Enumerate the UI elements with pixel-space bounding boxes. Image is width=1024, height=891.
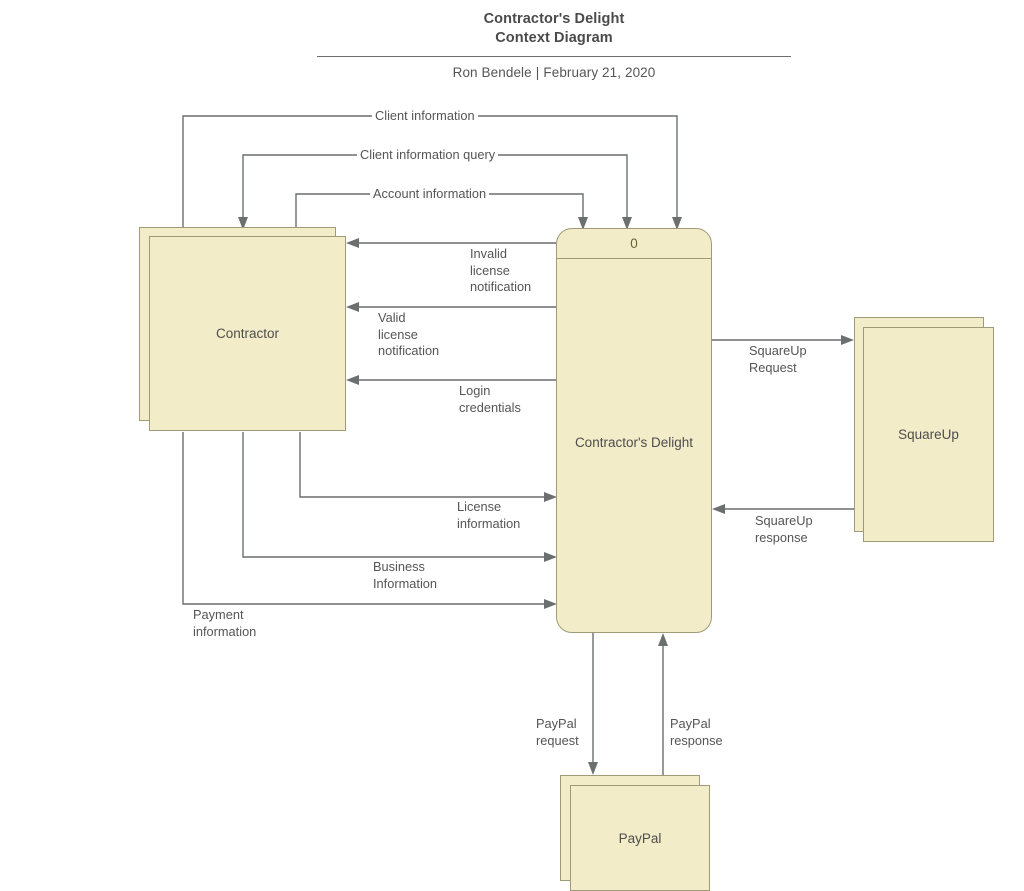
entity-paypal[interactable]: PayPal (560, 775, 710, 891)
process-contractors-delight[interactable]: 0 Contractor's Delight (556, 228, 712, 633)
flow-valid-license-notification (346, 302, 556, 312)
process-number: 0 (557, 229, 711, 259)
flow-label-client-information-query: Client information query (357, 147, 499, 164)
flow-label-invalid-license-notification: Invalid license notification (470, 246, 532, 294)
flow-label-account-information: Account information (370, 186, 490, 203)
contractor-front-layer: Contractor (149, 236, 346, 431)
flow-label-paypal-response: PayPal response (670, 716, 723, 748)
flow-label-valid-license-notification: Valid license notification (378, 310, 440, 358)
entity-squareup[interactable]: SquareUp (854, 317, 994, 542)
flow-label-payment-information: Payment information (193, 607, 257, 639)
flow-label-squareup-request: SquareUp Request (749, 343, 807, 375)
entity-contractor-label: Contractor (215, 326, 280, 341)
title-divider (317, 56, 791, 57)
flow-payment-information (182, 432, 557, 609)
squareup-front-layer: SquareUp (863, 327, 994, 542)
flow-squareup-response (712, 504, 854, 514)
entity-paypal-label: PayPal (618, 830, 662, 846)
flow-label-paypal-request: PayPal request (536, 716, 579, 748)
flow-login-credentials (346, 375, 556, 385)
byline-author: Ron Bendele (452, 65, 532, 80)
paypal-front-layer: PayPal (570, 785, 710, 891)
flow-paypal-response (658, 633, 668, 775)
flow-squareup-request (712, 335, 854, 345)
flow-label-license-information: License information (457, 499, 521, 531)
entity-contractor[interactable]: Contractor (139, 227, 347, 432)
entity-squareup-label: SquareUp (898, 427, 959, 442)
flow-invalid-license-notification (346, 238, 556, 248)
process-name-label: Contractor's Delight (574, 435, 694, 450)
flow-license-information (299, 432, 557, 502)
flow-label-login-credentials: Login credentials (459, 383, 521, 415)
page-title-line2: Context Diagram (495, 30, 613, 46)
byline-date: February 21, 2020 (543, 65, 656, 80)
flow-label-client-information: Client information (372, 108, 478, 125)
process-body: Contractor's Delight (557, 259, 711, 632)
flow-business-information (242, 432, 557, 562)
page-title-line1: Contractor's Delight (483, 11, 625, 27)
byline-separator: | (535, 65, 540, 80)
flow-label-business-information: Business Information (373, 559, 438, 591)
flow-client-information (182, 115, 682, 230)
flow-paypal-request (588, 633, 598, 775)
diagram-title-block: Contractor's Delight Context Diagram Ron… (317, 10, 791, 80)
flow-label-squareup-response: SquareUp response (755, 513, 813, 545)
byline: Ron Bendele|February 21, 2020 (317, 65, 791, 80)
